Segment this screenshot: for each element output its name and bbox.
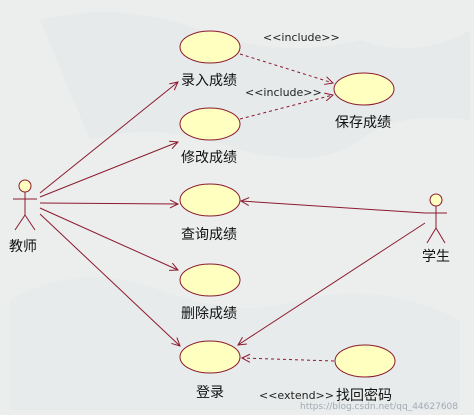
watermark: https://blog.csdn.net/qq_44627608 (300, 402, 459, 412)
include-enter-save (239, 53, 333, 83)
assoc-student-login (238, 222, 426, 345)
stereotype-include-2: <<include>> (245, 86, 322, 99)
background-decoration (10, 12, 470, 410)
usecase-label-query-grades: 查询成绩 (181, 227, 237, 243)
assoc-teacher-modify-grades (39, 142, 178, 198)
assoc-teacher-delete-grades (39, 207, 178, 270)
actor-label-teacher: 教师 (9, 239, 37, 255)
usecase-label-save-grades: 保存成绩 (335, 115, 391, 131)
stereotype-include-1: <<include>> (263, 31, 340, 44)
actor-label-student: 学生 (422, 249, 450, 265)
usecase-save-grades[interactable] (333, 72, 395, 106)
usecase-label-enter-grades: 录入成绩 (181, 73, 237, 89)
stereotype-extend: <<extend>> (259, 389, 334, 402)
include-modify-save (239, 95, 333, 120)
usecase-query-grades[interactable] (179, 183, 241, 217)
assoc-teacher-query-grades (39, 203, 178, 204)
usecase-label-modify-grades: 修改成绩 (181, 150, 237, 166)
usecase-delete-grades[interactable] (179, 263, 241, 297)
usecase-enter-grades[interactable] (179, 30, 241, 64)
usecase-label-recover-password: 找回密码 (336, 388, 392, 404)
assoc-student-query-grades (241, 201, 426, 214)
stick-figure-icon[interactable] (13, 179, 37, 231)
usecase-login[interactable] (179, 340, 241, 374)
assoc-teacher-login (39, 213, 180, 346)
usecase-recover-password[interactable] (334, 344, 396, 378)
usecase-label-delete-grades: 删除成绩 (181, 306, 237, 322)
stick-figure-icon[interactable] (425, 193, 447, 244)
usecase-label-login: 登录 (196, 385, 224, 401)
usecase-modify-grades[interactable] (179, 107, 241, 141)
assoc-teacher-enter-grades (39, 82, 178, 194)
